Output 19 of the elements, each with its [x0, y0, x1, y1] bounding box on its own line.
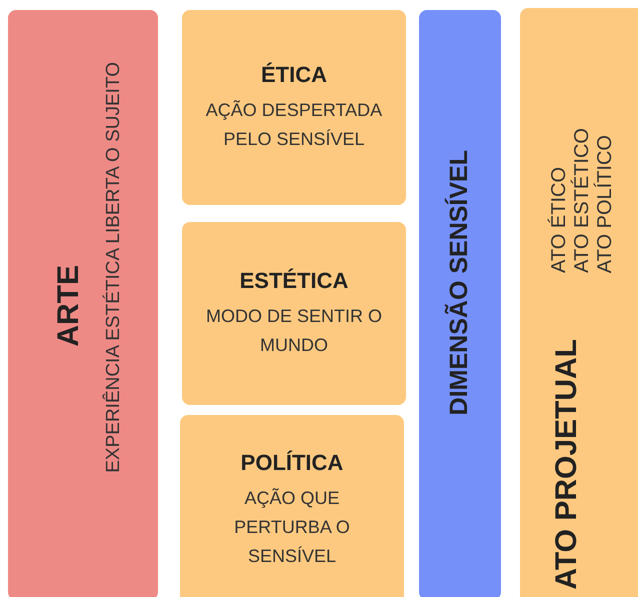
list-item: ATO ESTÉTICO	[571, 128, 594, 273]
heading: POLÍTICA	[240, 450, 344, 476]
heading: DIMENSÃO SENSÍVEL	[445, 150, 474, 416]
heading: ESTÉTICA	[240, 268, 348, 294]
heading: ARTE	[52, 265, 86, 347]
description: AÇÃO DESPERTADA PELO SENSÍVEL	[204, 98, 384, 150]
description: AÇÃO QUE PERTURBA O SENSÍVEL	[233, 486, 351, 568]
description: EXPERIÊNCIA ESTÉTICA LIBERTA O SUJEITO	[103, 62, 125, 473]
panel	[182, 10, 406, 205]
panel	[182, 222, 406, 405]
heading: ATO PROJETUAL	[550, 339, 584, 590]
description: MODO DE SENTIR O MUNDO	[204, 304, 383, 356]
list-item: ATO ÉTICO	[548, 167, 570, 273]
panel	[8, 10, 158, 597]
panel	[419, 10, 501, 597]
heading: ÉTICA	[261, 62, 327, 88]
panel	[520, 8, 638, 597]
panel	[180, 415, 404, 597]
list-item: ATO POLÍTICO	[594, 134, 617, 273]
